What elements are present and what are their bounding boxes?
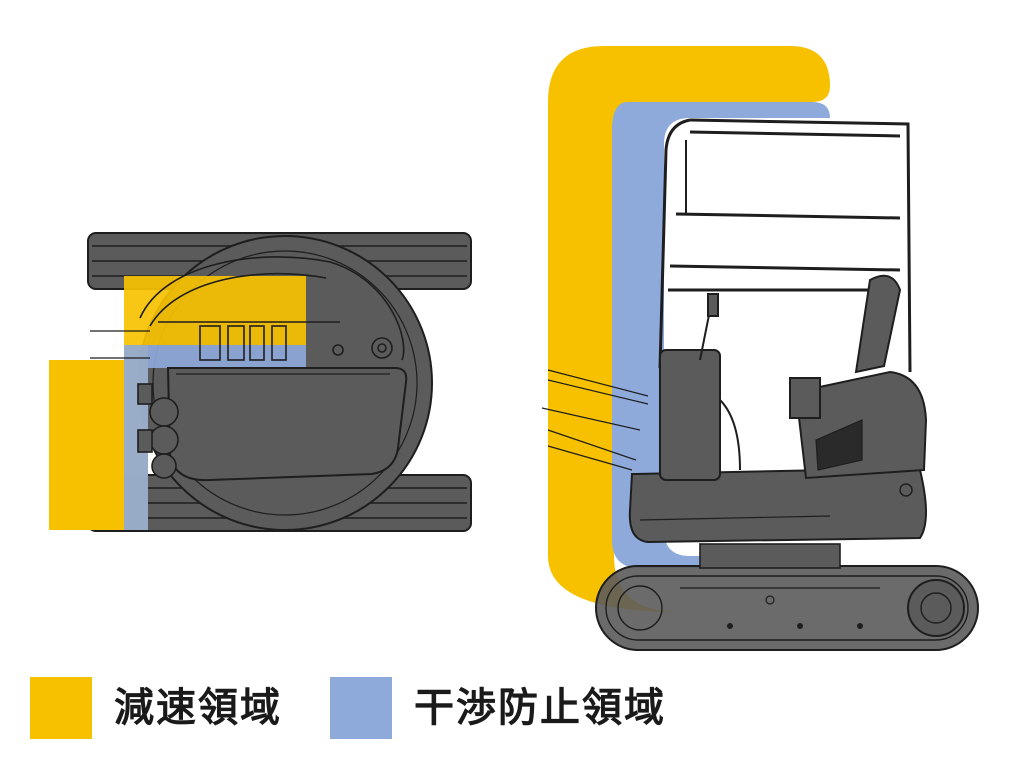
side-view-deceleration-zone [548,46,830,612]
top-view-deceleration-zone [49,360,124,530]
top-view-deceleration-zone-inner [124,276,306,530]
side-view-canopy [658,118,912,373]
side-view-seat [854,274,902,374]
top-view-interference-zone [124,345,306,530]
legend-label-deceleration: 減速領域 [114,685,282,731]
top-view-machine-details [139,256,405,361]
legend-swatch-interference-prevention [330,677,392,739]
top-view-cab-box [166,367,408,482]
side-view-lead-lines [541,369,649,471]
side-view-controls [659,293,821,481]
top-view-lead-lines [90,330,150,359]
side-view [541,46,979,651]
top-view-side-mechanism [137,383,179,479]
top-view [49,232,472,532]
side-view-crawler [595,565,979,651]
legend-swatch-deceleration [30,677,92,739]
legend-label-interference-prevention: 干渉防止領域 [414,685,666,731]
